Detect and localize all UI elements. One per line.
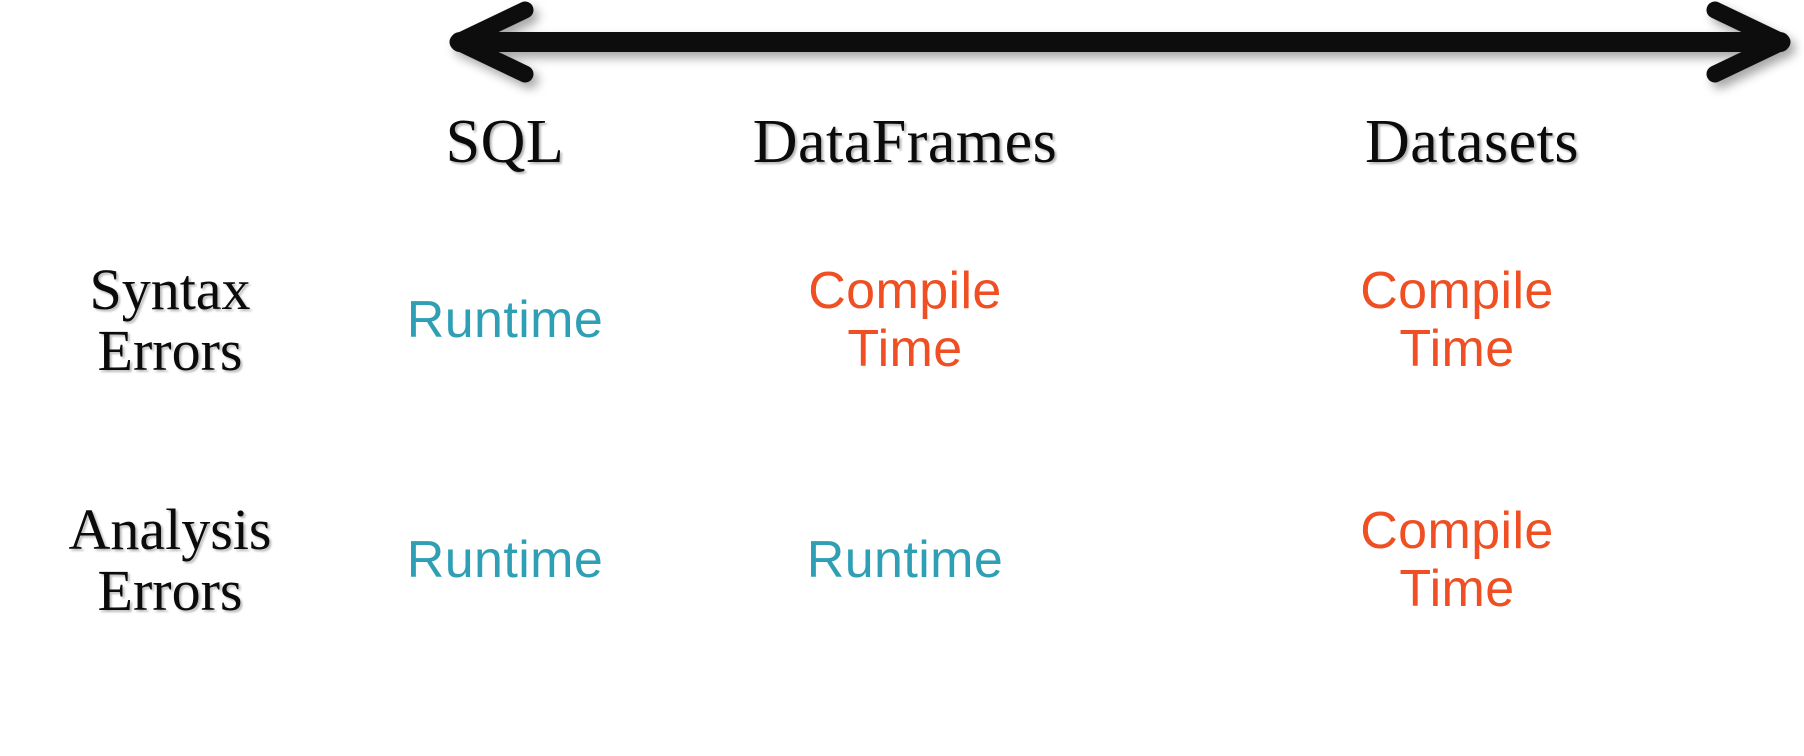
row-label-line-2: Errors: [97, 318, 243, 383]
column-header-dataframes: DataFrames: [752, 108, 1058, 176]
cell-value-line-1: Runtime: [806, 530, 1004, 589]
column-header-sql: SQL: [445, 108, 565, 176]
row-label-line-1: Analysis: [68, 496, 272, 562]
column-header-row: SQL DataFrames Datasets: [340, 96, 1804, 188]
cell-value-line-2: Time: [1399, 560, 1515, 618]
row-label-syntax-errors: Syntax Errors: [0, 256, 340, 383]
double-headed-arrow: [430, 0, 1804, 92]
cell-value-line-1: Compile: [1360, 261, 1554, 320]
cell-analysis-errors-datasets: Compile Time: [1140, 502, 1804, 618]
cell-analysis-errors-sql: Runtime: [340, 531, 670, 589]
cell-value-line-1: Runtime: [406, 530, 604, 589]
cell-value-line-2: Time: [847, 320, 963, 378]
column-header-datasets: Datasets: [1364, 108, 1580, 176]
cell-value-line-1: Runtime: [406, 290, 604, 349]
table-row-syntax-errors: Syntax Errors Runtime Compile Time Compi…: [0, 200, 1804, 440]
cell-analysis-errors-dataframes: Runtime: [670, 531, 1140, 589]
row-label-line-1: Syntax: [89, 256, 251, 322]
table-row-analysis-errors: Analysis Errors Runtime Runtime Compile …: [0, 440, 1804, 680]
cell-syntax-errors-sql: Runtime: [340, 291, 670, 349]
cell-value-line-1: Compile: [1360, 501, 1554, 560]
cell-value-line-1: Compile: [808, 261, 1002, 320]
matrix-body: Syntax Errors Runtime Compile Time Compi…: [0, 200, 1804, 680]
row-label-analysis-errors: Analysis Errors: [0, 496, 340, 623]
cell-syntax-errors-datasets: Compile Time: [1140, 262, 1804, 378]
row-label-line-2: Errors: [97, 558, 243, 623]
cell-value-line-2: Time: [1399, 320, 1515, 378]
cell-syntax-errors-dataframes: Compile Time: [670, 262, 1140, 378]
